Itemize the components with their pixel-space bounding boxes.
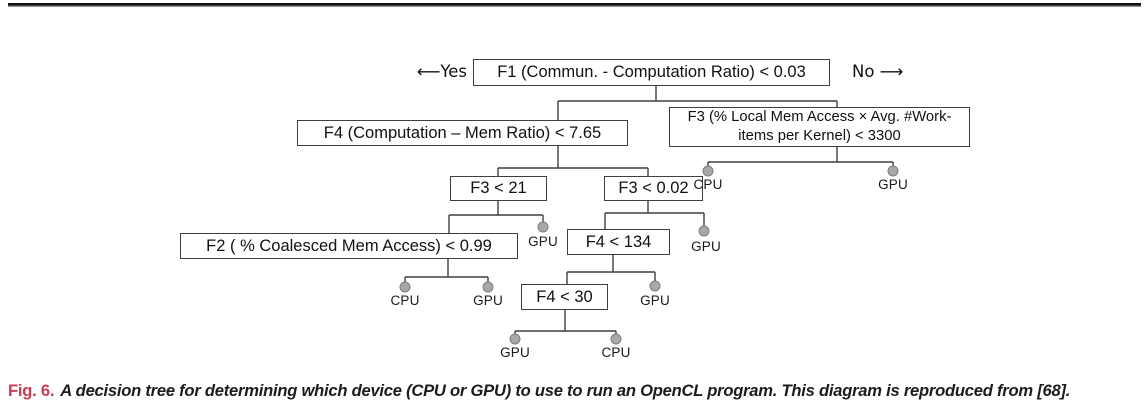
branch-label-no: No ⟶ (852, 62, 904, 81)
tree-edge-lines (404, 86, 894, 334)
caption-fig-label: Fig. 6. (8, 381, 55, 400)
leaf-label-cpu: CPU (601, 345, 631, 360)
leaf-label-gpu: GPU (640, 293, 670, 308)
leaf-label-cpu: CPU (693, 177, 723, 192)
node-f3-lt-0-02: F3 < 0.02 (604, 176, 703, 201)
leaf-label-gpu: GPU (528, 234, 558, 249)
node-f4-lt-30: F4 < 30 (521, 284, 608, 310)
leaf-dot (537, 221, 549, 233)
leaf-dot (482, 281, 494, 293)
leaf-dot (649, 280, 661, 292)
caption-text: A decision tree for determining which de… (60, 381, 1071, 400)
leaf-label-gpu: GPU (500, 345, 530, 360)
node-f1-commun-computation-ratio: F1 (Commun. - Computation Ratio) < 0.03 (473, 59, 830, 86)
leaf-label-gpu: GPU (473, 293, 503, 308)
leaf-dot (610, 333, 622, 345)
leaf-dot (399, 281, 411, 293)
node-f4-lt-134: F4 < 134 (567, 229, 670, 255)
leaf-dot (702, 165, 714, 177)
leaf-dot (509, 333, 521, 345)
leaf-label-gpu: GPU (691, 239, 721, 254)
leaf-dot (887, 165, 899, 177)
node-f2-coalesced-mem-access: F2 ( % Coalesced Mem Access) < 0.99 (180, 233, 518, 259)
figure-caption: Fig. 6. A decision tree for determining w… (8, 381, 1144, 401)
node-f3-local-mem-access: F3 (% Local Mem Access × Avg. #Work-item… (669, 107, 970, 147)
leaf-label-cpu: CPU (390, 293, 420, 308)
top-rule (8, 3, 1141, 7)
branch-label-yes: ⟵Yes (416, 62, 467, 81)
leaf-label-gpu: GPU (878, 177, 908, 192)
node-f4-computation-mem-ratio: F4 (Computation – Mem Ratio) < 7.65 (297, 120, 628, 146)
leaf-dot (698, 225, 710, 237)
node-f3-lt-21: F3 < 21 (450, 176, 547, 201)
